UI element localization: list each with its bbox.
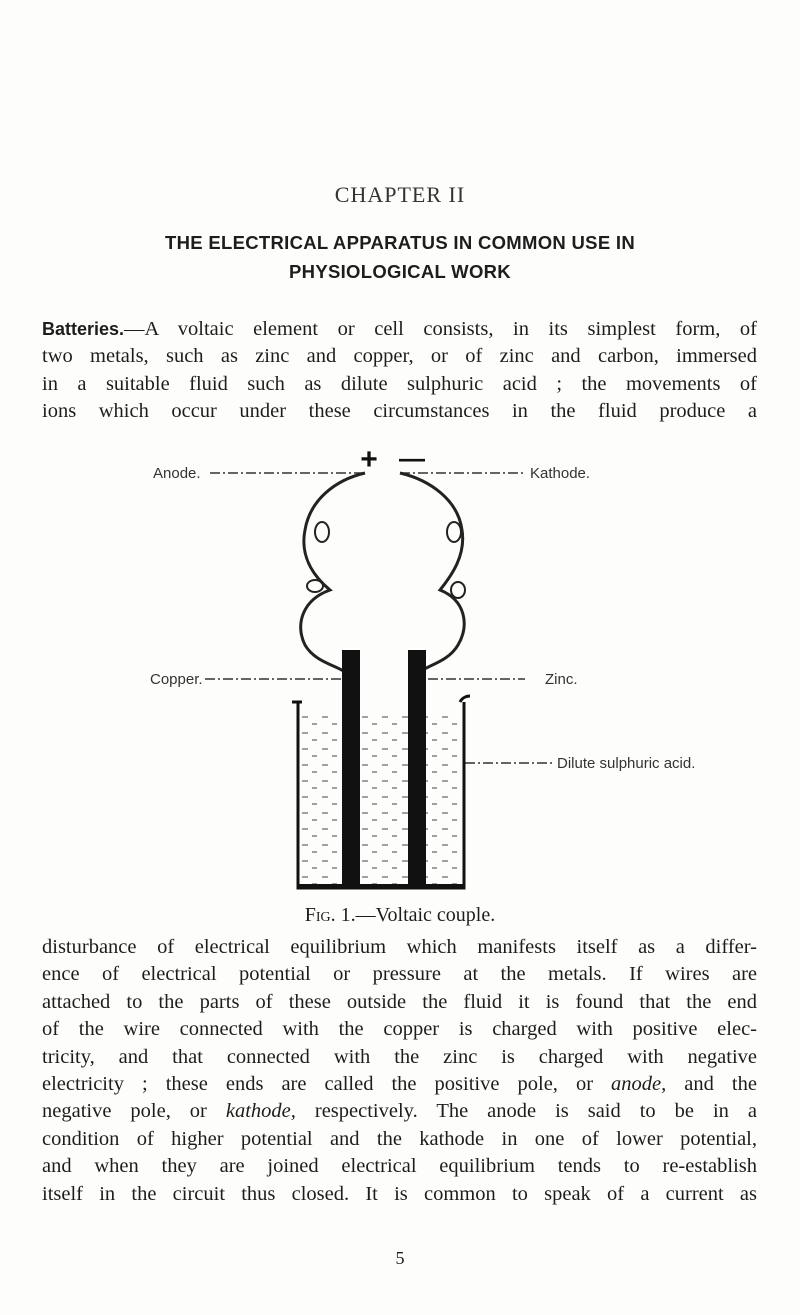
paragraph-line: negative pole, or kathode, respectively.…	[42, 1100, 757, 1123]
term-anode: anode,	[611, 1073, 667, 1095]
minus-sign: —	[399, 443, 425, 473]
kathode-wire-loop	[450, 581, 466, 599]
anode-wire	[299, 471, 366, 700]
figure-caption: Fig. 1.—Voltaic couple.	[304, 904, 496, 926]
chapter-heading: CHAPTER II	[334, 182, 466, 207]
acid-label: Dilute sulphuric acid.	[557, 755, 695, 772]
plus-sign: +	[360, 443, 378, 476]
zinc-plate	[408, 650, 426, 886]
copper-label: Copper.	[150, 671, 203, 688]
vessel-rim	[458, 694, 471, 703]
paragraph-line: condition of higher potential and the ka…	[42, 1127, 757, 1150]
chapter-title: THE ELECTRICAL APPARATUS IN COMMON USE I…	[40, 228, 760, 286]
page-number: 5	[395, 1248, 405, 1268]
paragraph-line: attached to the parts of these outside t…	[42, 990, 757, 1013]
kathode-label: Kathode.	[530, 465, 590, 482]
term-kathode: kathode,	[225, 1100, 296, 1123]
kathode-wire	[399, 471, 466, 700]
anode-wire-loop	[314, 521, 330, 543]
paragraph-line: in a suitable fluid such as dilute sulph…	[42, 372, 757, 395]
paragraph-line: electricity ; these ends are called the …	[42, 1073, 757, 1095]
anode-wire-loop	[306, 579, 324, 593]
voltaic-couple-diagram: + — Anode. Kathode. Copper. Zinc. Dilute…	[150, 443, 695, 890]
copper-plate	[342, 650, 360, 886]
acid-fluid	[300, 715, 462, 885]
kathode-wire-loop	[446, 521, 462, 543]
paragraph-line: disturbance of electrical equilibrium wh…	[42, 936, 757, 958]
paragraph-line: of the wire connected with the copper is…	[42, 1018, 757, 1041]
paragraph-line: ions which occur under these circumstanc…	[42, 400, 757, 423]
paragraph-line: Batteries.—A voltaic element or cell con…	[42, 318, 757, 340]
chapter-title-line-1: THE ELECTRICAL APPARATUS IN COMMON USE I…	[164, 232, 635, 253]
chapter-title-line-2: PHYSIOLOGICAL WORK	[289, 261, 511, 282]
paragraph-line: two metals, such as zinc and copper, or …	[42, 345, 757, 368]
paragraph-line: tricity, and that connected with the zin…	[42, 1045, 757, 1068]
paragraph-line: itself in the circuit thus closed. It is…	[42, 1182, 757, 1205]
voltaic-couple-figure: + — Anode. Kathode. Copper. Zinc. Dilute…	[0, 440, 800, 900]
run-in-heading: Batteries.	[42, 319, 125, 339]
anode-label: Anode.	[153, 465, 201, 482]
zinc-label: Zinc.	[545, 671, 578, 688]
paragraph-line: and when they are joined electrical equi…	[42, 1155, 757, 1178]
paragraph-line: ence of electrical potential or pressure…	[42, 963, 757, 986]
